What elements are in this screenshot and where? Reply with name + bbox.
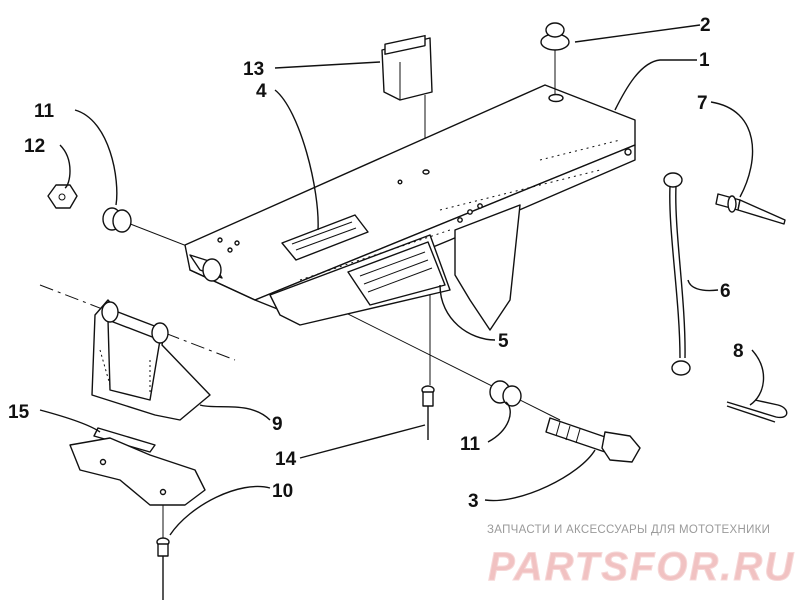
callout-9: 9: [272, 414, 283, 435]
rivet-10: [156, 537, 170, 600]
callout-10: 10: [272, 481, 293, 502]
callout-3: 3: [468, 491, 479, 512]
callout-7: 7: [697, 93, 708, 114]
watermark-brand: PARTSFOR.RU: [488, 545, 795, 589]
pad-15: [69, 427, 206, 506]
decal-4: [281, 214, 369, 261]
callout-8: 8: [733, 341, 744, 362]
rivet-14: [421, 385, 435, 440]
callout-15: 15: [8, 402, 30, 423]
watermark: ЗАПЧАСТИ И АКСЕССУАРЫ ДЛЯ МОТОТЕХНИКИ PA…: [487, 524, 795, 590]
callout-labels: 1 2 3 4 5 6 7 8 9 10 11 11 12 13 14 15: [8, 15, 744, 512]
strap: [663, 172, 691, 376]
nut-left: [47, 184, 78, 209]
callout-1: 1: [699, 50, 710, 71]
callout-14: 14: [275, 449, 297, 470]
pivot-tube: [189, 254, 223, 282]
stand-bracket: [91, 299, 211, 421]
callout-12: 12: [24, 136, 45, 157]
callout-4: 4: [256, 81, 267, 102]
pin-7: [715, 193, 786, 225]
callout-11b: 11: [460, 434, 481, 455]
leader-lines: [39, 24, 765, 536]
hairpin-8: [726, 399, 788, 423]
clip-bracket: [381, 34, 433, 101]
callout-2: 2: [700, 15, 711, 36]
callout-11a: 11: [34, 101, 55, 122]
callout-6: 6: [720, 281, 731, 302]
callout-5: 5: [498, 331, 509, 352]
watermark-tagline: ЗАПЧАСТИ И АКСЕССУАРЫ ДЛЯ МОТОТЕХНИКИ: [487, 524, 770, 536]
grommet: [540, 22, 570, 95]
decal-5: [347, 241, 446, 306]
bushing-left: [102, 207, 132, 233]
callout-13: 13: [243, 59, 264, 80]
skid-plate: [184, 84, 636, 331]
bolt: [545, 417, 641, 463]
bushing-right: [489, 380, 522, 407]
